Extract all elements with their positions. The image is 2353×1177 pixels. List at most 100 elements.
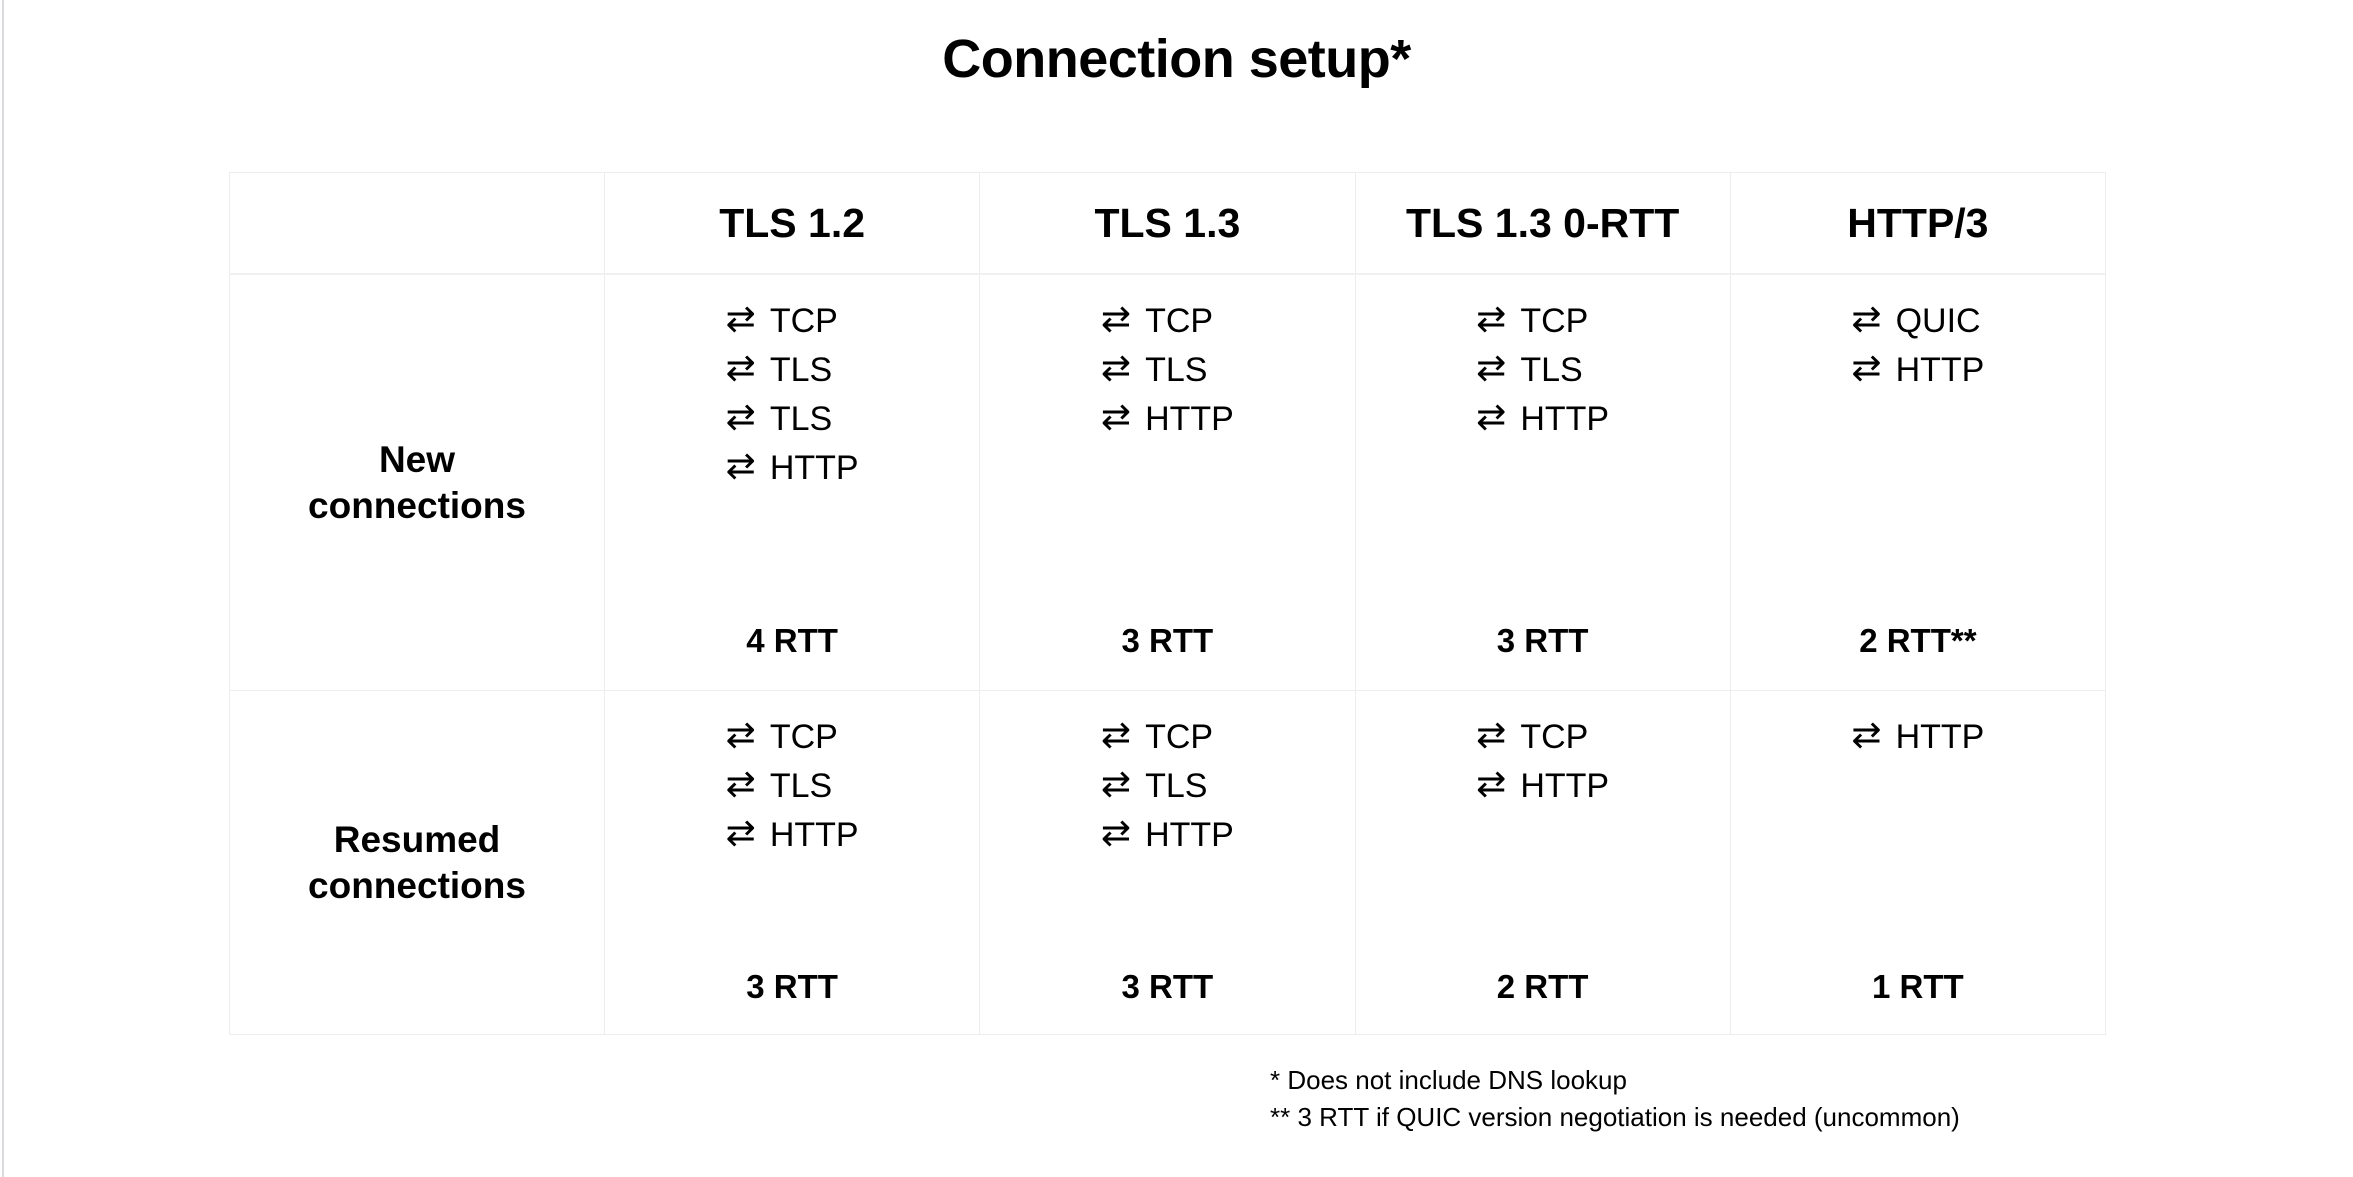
exchange-arrows-icon: ⇄ bbox=[1100, 347, 1132, 389]
step-list: ⇄ TCP ⇄ TLS ⇄ HTTP bbox=[1101, 691, 1234, 855]
rtt-total: 2 RTT bbox=[1496, 968, 1589, 1005]
table-row: New connections ⇄ TCP ⇄ TL bbox=[229, 273, 2107, 691]
list-item: ⇄ TLS bbox=[726, 399, 833, 439]
list-item: ⇄ TCP bbox=[1476, 717, 1588, 757]
rtt-total: 3 RTT bbox=[1121, 622, 1214, 659]
row-label-resumed-connections: Resumed connections bbox=[229, 690, 605, 1035]
column-header-http3: HTTP/3 bbox=[1729, 172, 2107, 275]
cell-stack: ⇄ QUIC ⇄ HTTP 2 RTT** bbox=[1731, 275, 2105, 690]
step-label: HTTP bbox=[1520, 400, 1610, 439]
exchange-arrows-icon: ⇄ bbox=[1851, 298, 1882, 340]
cell-stack: ⇄ HTTP 1 RTT bbox=[1731, 691, 2105, 1034]
step-label: HTTP bbox=[1145, 816, 1234, 855]
step-label: QUIC bbox=[1895, 302, 1981, 340]
list-item: ⇄ TLS bbox=[726, 350, 833, 390]
step-list: ⇄ TCP ⇄ TLS ⇄ HTTP bbox=[1476, 275, 1609, 439]
step-list: ⇄ HTTP bbox=[1851, 691, 1984, 757]
row-label-text: New connections bbox=[308, 439, 526, 526]
list-item: ⇄ HTTP bbox=[1476, 766, 1609, 806]
list-item: ⇄ HTTP bbox=[1101, 399, 1234, 439]
list-item: ⇄ TCP bbox=[1476, 301, 1588, 341]
step-list: ⇄ TCP ⇄ TLS ⇄ TLS bbox=[726, 275, 859, 488]
cell-stack: ⇄ TCP ⇄ TLS ⇄ TLS bbox=[605, 275, 979, 690]
exchange-arrows-icon: ⇄ bbox=[725, 396, 756, 438]
exchange-arrows-icon: ⇄ bbox=[1100, 396, 1132, 438]
list-item: ⇄ TCP bbox=[726, 717, 838, 757]
step-label: TCP bbox=[769, 302, 838, 340]
cell-resumed-tls13: ⇄ TCP ⇄ TLS ⇄ HTTP bbox=[979, 690, 1356, 1035]
page-edge-line bbox=[2, 0, 4, 1177]
rtt-total: 3 RTT bbox=[746, 968, 838, 1005]
step-label: TLS bbox=[769, 767, 833, 806]
table-header-row: TLS 1.2 TLS 1.3 TLS 1.3 0-RTT HTTP/3 bbox=[229, 172, 2107, 275]
cell-new-tls12: ⇄ TCP ⇄ TLS ⇄ TLS bbox=[603, 273, 981, 691]
list-item: ⇄ TCP bbox=[1101, 717, 1213, 757]
step-label: TCP bbox=[1520, 718, 1589, 756]
rtt-total: 3 RTT bbox=[1121, 968, 1214, 1005]
exchange-arrows-icon: ⇄ bbox=[1476, 298, 1507, 340]
exchange-arrows-icon: ⇄ bbox=[1100, 714, 1132, 756]
exchange-arrows-icon: ⇄ bbox=[1851, 714, 1882, 756]
exchange-arrows-icon: ⇄ bbox=[1476, 396, 1507, 438]
cell-stack: ⇄ TCP ⇄ TLS ⇄ HTTP bbox=[980, 275, 1354, 690]
rtt-total: 3 RTT bbox=[1496, 622, 1589, 659]
list-item: ⇄ HTTP bbox=[726, 448, 859, 488]
footnotes-block: * Does not include DNS lookup ** 3 RTT i… bbox=[1270, 1062, 1960, 1136]
step-label: TLS bbox=[1520, 351, 1583, 390]
list-item: ⇄ HTTP bbox=[1851, 717, 1984, 757]
step-label: TLS bbox=[769, 400, 833, 439]
column-header-tls13: TLS 1.3 bbox=[979, 172, 1356, 275]
step-label: TCP bbox=[1145, 718, 1214, 756]
cell-resumed-tls12: ⇄ TCP ⇄ TLS ⇄ HTTP bbox=[603, 690, 981, 1035]
column-header-tls13-0rtt: TLS 1.3 0-RTT bbox=[1354, 172, 1731, 275]
step-list: ⇄ TCP ⇄ TLS ⇄ HTTP bbox=[726, 691, 859, 855]
list-item: ⇄ HTTP bbox=[1851, 350, 1984, 390]
connection-setup-table: TLS 1.2 TLS 1.3 TLS 1.3 0-RTT HTTP/3 New… bbox=[229, 172, 2107, 1035]
step-list: ⇄ QUIC ⇄ HTTP bbox=[1851, 275, 1984, 390]
footnote-double-asterisk: ** 3 RTT if QUIC version negotiation is … bbox=[1270, 1101, 1960, 1132]
table-header: TLS 1.2 TLS 1.3 TLS 1.3 0-RTT HTTP/3 bbox=[229, 172, 2107, 275]
step-list: ⇄ TCP ⇄ TLS ⇄ HTTP bbox=[1101, 275, 1234, 439]
footnote-single-asterisk: * Does not include DNS lookup bbox=[1270, 1065, 1627, 1095]
list-item: ⇄ TLS bbox=[1101, 766, 1208, 806]
list-item: ⇄ TLS bbox=[726, 766, 833, 806]
exchange-arrows-icon: ⇄ bbox=[725, 445, 756, 487]
list-item: ⇄ TCP bbox=[726, 301, 838, 341]
exchange-arrows-icon: ⇄ bbox=[1100, 298, 1132, 340]
step-label: TCP bbox=[769, 718, 838, 756]
table-corner-cell bbox=[229, 172, 605, 275]
connection-setup-table-wrapper: TLS 1.2 TLS 1.3 TLS 1.3 0-RTT HTTP/3 New… bbox=[229, 172, 2107, 1035]
exchange-arrows-icon: ⇄ bbox=[1476, 347, 1507, 389]
list-item: ⇄ HTTP bbox=[1476, 399, 1609, 439]
cell-stack: ⇄ TCP ⇄ HTTP 2 RTT bbox=[1356, 691, 1730, 1034]
exchange-arrows-icon: ⇄ bbox=[725, 763, 756, 805]
cell-new-tls13: ⇄ TCP ⇄ TLS ⇄ HTTP bbox=[979, 273, 1356, 691]
step-label: HTTP bbox=[769, 816, 859, 855]
rtt-total: 2 RTT** bbox=[1859, 622, 1977, 659]
step-label: TLS bbox=[1145, 351, 1208, 390]
cell-stack: ⇄ TCP ⇄ TLS ⇄ HTTP bbox=[980, 691, 1354, 1034]
exchange-arrows-icon: ⇄ bbox=[1851, 347, 1882, 389]
cell-stack: ⇄ TCP ⇄ TLS ⇄ HTTP bbox=[605, 691, 979, 1034]
rtt-total: 1 RTT bbox=[1872, 968, 1964, 1005]
step-label: HTTP bbox=[1895, 351, 1985, 390]
exchange-arrows-icon: ⇄ bbox=[1100, 812, 1132, 854]
exchange-arrows-icon: ⇄ bbox=[1476, 763, 1507, 805]
step-label: TCP bbox=[1145, 302, 1214, 340]
table-body: New connections ⇄ TCP ⇄ TL bbox=[229, 273, 2107, 1035]
cell-stack: ⇄ TCP ⇄ TLS ⇄ HTTP bbox=[1356, 275, 1730, 690]
list-item: ⇄ QUIC bbox=[1851, 301, 1980, 341]
step-label: HTTP bbox=[1895, 718, 1985, 756]
table-row: Resumed connections ⇄ TCP ⇄ bbox=[229, 690, 2107, 1035]
exchange-arrows-icon: ⇄ bbox=[725, 812, 756, 854]
cell-resumed-http3: ⇄ HTTP 1 RTT bbox=[1729, 690, 2107, 1035]
exchange-arrows-icon: ⇄ bbox=[725, 298, 756, 340]
step-label: HTTP bbox=[1145, 400, 1234, 439]
cell-resumed-tls13-0rtt: ⇄ TCP ⇄ HTTP 2 RTT bbox=[1354, 690, 1731, 1035]
list-item: ⇄ TLS bbox=[1101, 350, 1208, 390]
rtt-total: 4 RTT bbox=[746, 622, 838, 659]
page-title: Connection setup* bbox=[942, 29, 1411, 89]
exchange-arrows-icon: ⇄ bbox=[725, 347, 756, 389]
cell-new-tls13-0rtt: ⇄ TCP ⇄ TLS ⇄ HTTP bbox=[1354, 273, 1731, 691]
